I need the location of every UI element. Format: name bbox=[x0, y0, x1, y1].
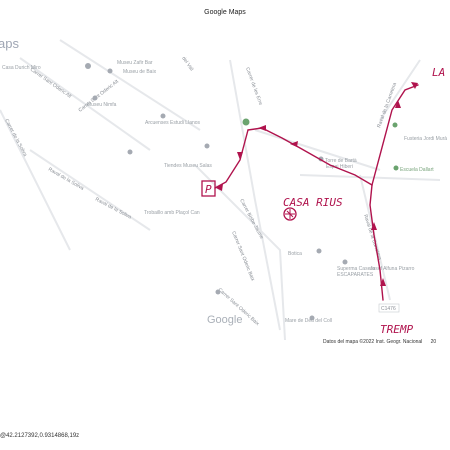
poi-label: Fusteria Jordi Murà bbox=[404, 136, 447, 142]
poi-label: ESCAPARATES bbox=[337, 272, 374, 278]
map-coordinates: @42.2127392,0.9314868,19z bbox=[0, 433, 80, 439]
street-label: Carrer de les Erre bbox=[244, 67, 263, 107]
street-network bbox=[0, 39, 441, 341]
poi-label: Tiendes Museu Salas bbox=[164, 163, 212, 169]
arrow-up-icon bbox=[380, 278, 386, 286]
arrow-left-icon bbox=[290, 141, 298, 147]
poi-label: Museu de Baix bbox=[123, 69, 157, 75]
parking-label: P bbox=[205, 183, 212, 196]
pin-icon bbox=[242, 118, 250, 126]
poi-label: Botica bbox=[288, 251, 302, 257]
road-code-badge bbox=[378, 303, 400, 313]
poi-label: Josef Alfuna Pizarro bbox=[370, 266, 415, 272]
poi-label: Espai Hiberi bbox=[326, 164, 353, 170]
pin-icon bbox=[342, 259, 348, 265]
tremp-label: TREMP bbox=[380, 323, 413, 336]
casa-rius-label: CASA RIUS bbox=[283, 196, 343, 209]
street-label: del Vall bbox=[180, 56, 194, 73]
poi-label: Superma Casera bbox=[337, 266, 375, 272]
poi-pins bbox=[85, 63, 348, 321]
arrow-up-icon bbox=[395, 100, 401, 108]
road-code-label: C1476 bbox=[381, 306, 396, 312]
pin-icon bbox=[85, 63, 91, 69]
pin-icon bbox=[393, 165, 399, 171]
pin-icon bbox=[316, 248, 322, 254]
arrow-left-icon bbox=[258, 125, 266, 131]
street-label: Carrer Sant Oderic Alt bbox=[29, 67, 73, 100]
poi-label: Trobaillo amb Plaçol Can bbox=[144, 210, 200, 216]
pin-icon bbox=[204, 143, 210, 149]
arrow-left-icon bbox=[216, 184, 223, 191]
arrow-down-icon bbox=[237, 152, 243, 160]
poi-label: Casa Durich Miro bbox=[2, 65, 41, 71]
pin-icon bbox=[107, 68, 113, 74]
parking-box bbox=[201, 180, 216, 197]
poi-label: Museu Nimfa bbox=[87, 102, 117, 108]
street-label: Carrer de la Soliva bbox=[3, 118, 28, 158]
street-label: Raval de la Soliva bbox=[94, 196, 132, 220]
street-label: Carrer Sant Oderic Baix bbox=[230, 231, 256, 283]
la-v-label: LA V bbox=[432, 66, 450, 79]
arrow-up-icon bbox=[371, 222, 377, 230]
poi-label: Arcuenses Estudi Llanos bbox=[145, 120, 201, 126]
pin-icon bbox=[309, 315, 315, 321]
green-pins bbox=[242, 118, 399, 171]
pin-icon bbox=[160, 113, 166, 119]
route-arrows bbox=[216, 82, 418, 286]
google-logo: Google bbox=[207, 314, 242, 326]
page-title: Google Maps bbox=[204, 9, 246, 16]
casa-rius-marker-icon bbox=[283, 207, 297, 221]
pin-icon bbox=[92, 95, 98, 101]
poi-label: Museu Zafir Bar bbox=[117, 60, 153, 66]
poi-label: Mare de Deu del Coll bbox=[285, 318, 332, 324]
casa-rius-mark bbox=[285, 209, 295, 219]
pin-icon bbox=[215, 289, 221, 295]
street-label: Raval de la Soliva bbox=[47, 167, 85, 192]
poi-label: Torre de Bartà bbox=[325, 158, 357, 164]
street-label: Carrer Sant Oderic Alt bbox=[78, 78, 121, 113]
google-maps-brand: aps bbox=[0, 36, 19, 51]
arrow-down-icon bbox=[411, 82, 418, 89]
pin-icon bbox=[392, 122, 398, 128]
street-label: Carrer Bisbe Jaume bbox=[238, 198, 264, 240]
pin-icon bbox=[127, 149, 133, 155]
poi-label: Escuela Dallart bbox=[400, 167, 434, 173]
map-copyright: Datos del mapa ©2022 Inst. Geogr. Nacion… bbox=[323, 339, 437, 345]
